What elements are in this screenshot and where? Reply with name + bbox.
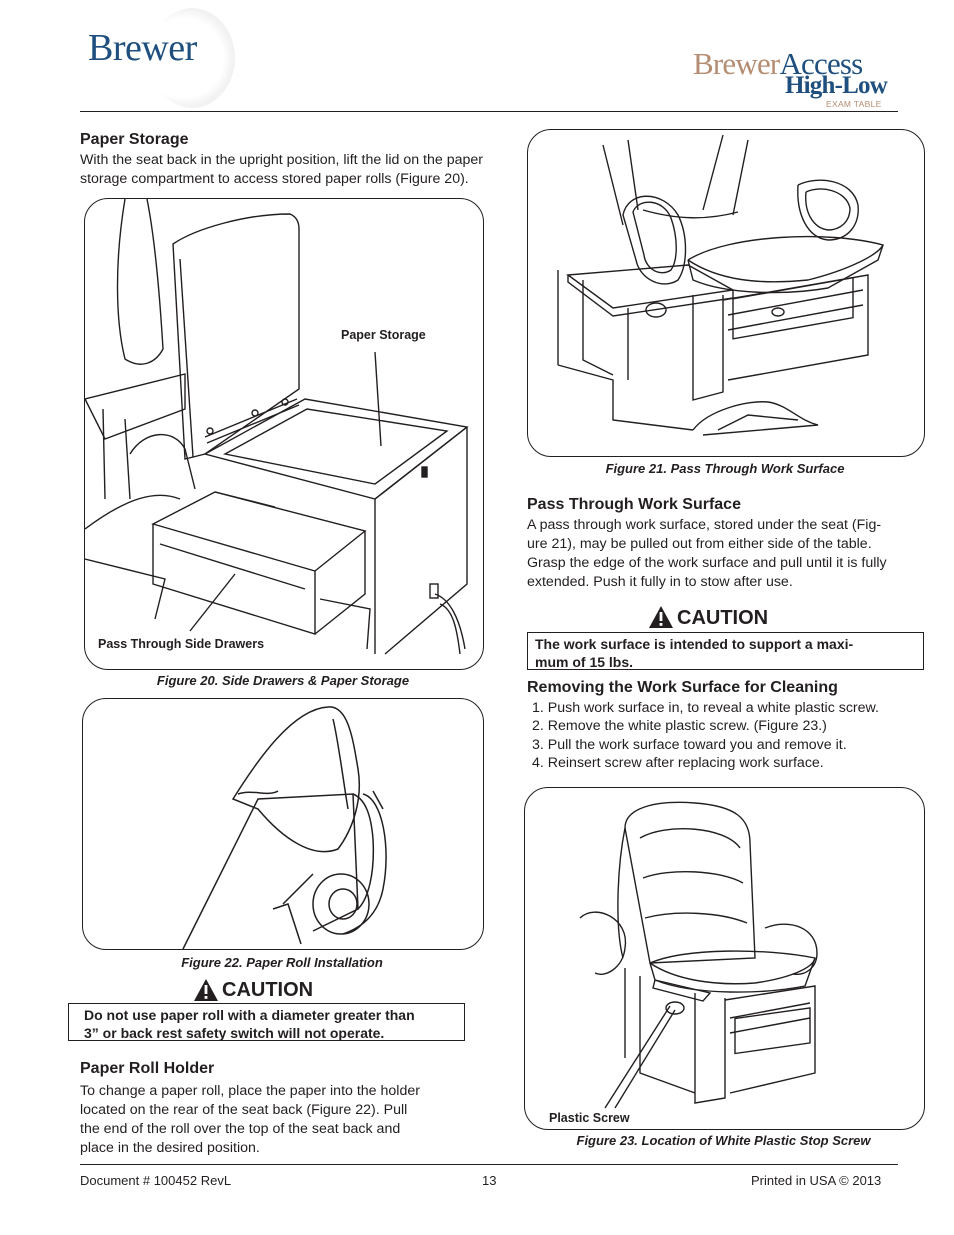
list-item: 3. Pull the work surface toward you and …	[532, 736, 847, 753]
caution-box-work-surface: The work surface is intended to support …	[527, 632, 924, 670]
figure-20-illustration: Paper Storage Pass Through Side Drawers	[84, 198, 484, 670]
figure-20-caption: Figure 20. Side Drawers & Paper Storage	[156, 673, 410, 688]
caution-box-paper-roll: Do not use paper roll with a diameter gr…	[68, 1003, 465, 1041]
logo-swoosh-decoration	[150, 8, 235, 108]
brewer-logo: Brewer	[88, 27, 197, 69]
removing-steps-list: 1. Push work surface in, to reveal a whi…	[532, 699, 932, 772]
brewer-access-logo: BrewerAccess	[693, 46, 863, 81]
footer-document-number: Document # 100452 RevL	[80, 1173, 232, 1188]
caution-warning-icon	[648, 605, 674, 629]
header-rule	[80, 111, 898, 112]
paper-roll-holder-text: To change a paper roll, place the paper …	[80, 1083, 420, 1156]
figure-22-illustration	[82, 698, 484, 950]
figure-22-caption: Figure 22. Paper Roll Installation	[181, 955, 383, 970]
list-item: 1. Push work surface in, to reveal a whi…	[532, 700, 879, 716]
pass-through-heading: Pass Through Work Surface	[527, 496, 741, 513]
footer-printed: Printed in USA © 2013	[751, 1173, 882, 1188]
caution-title-work-surface: CAUTION	[677, 607, 769, 629]
paper-storage-heading: Paper Storage	[80, 131, 189, 148]
footer-rule	[80, 1164, 898, 1165]
pass-through-text: A pass through work surface, stored unde…	[527, 517, 887, 590]
removing-heading: Removing the Work Surface for Cleaning	[527, 679, 838, 696]
figure-21-caption: Figure 21. Pass Through Work Surface	[605, 461, 845, 476]
figure-23-label-plastic-screw: Plastic Screw	[549, 1111, 630, 1125]
paper-roll-holder-heading: Paper Roll Holder	[80, 1060, 215, 1077]
caution-title-paper-roll: CAUTION	[222, 979, 314, 1001]
list-item: 2. Remove the white plastic screw. (Figu…	[532, 718, 827, 735]
figure-20-label-paper-storage: Paper Storage	[341, 328, 426, 342]
figure-21-illustration	[527, 129, 925, 457]
list-item: 4. Reinsert screw after replacing work s…	[532, 754, 824, 771]
footer-page-number: 13	[482, 1173, 497, 1188]
paper-storage-text: With the seat back in the upright positi…	[80, 152, 484, 187]
exam-table-logo: EXAM TABLE	[826, 99, 882, 109]
figure-23-caption: Figure 23. Location of White Plastic Sto…	[576, 1133, 871, 1148]
high-low-logo: High-Low	[785, 72, 888, 99]
figure-23-illustration: Plastic Screw	[524, 787, 925, 1130]
figure-20-label-side-drawers: Pass Through Side Drawers	[98, 637, 265, 651]
caution-warning-icon	[193, 978, 219, 1002]
